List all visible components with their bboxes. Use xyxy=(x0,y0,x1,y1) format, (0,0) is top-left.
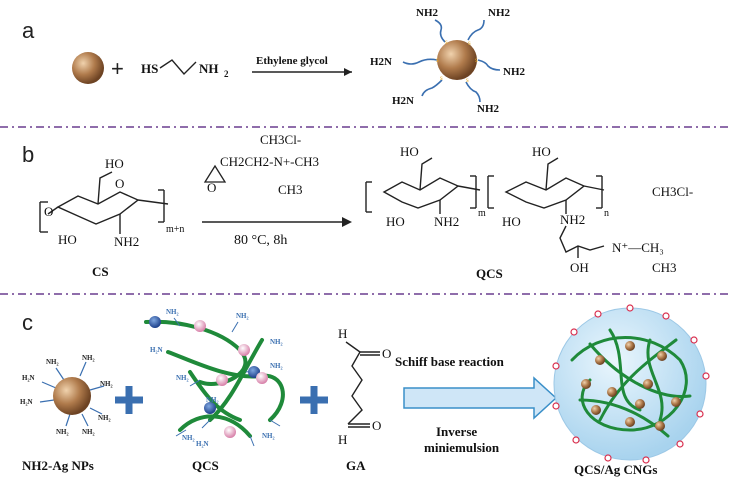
nh2-label-4: NH2 xyxy=(503,66,526,78)
ga-o-bottom: O xyxy=(372,418,381,433)
nh2-label-1: NH2 xyxy=(416,7,439,19)
svg-text:NH₂: NH₂ xyxy=(82,428,95,436)
panel-letter-b: b xyxy=(22,142,34,167)
chitosan-structure xyxy=(39,171,169,234)
plus-icon-2 xyxy=(300,386,328,414)
svg-text:NH₂: NH₂ xyxy=(98,414,111,422)
svg-text:NH₂: NH₂ xyxy=(100,380,113,388)
arrow-head-a xyxy=(344,68,352,76)
svg-text:s: s xyxy=(475,56,478,64)
svg-text:NH₂: NH₂ xyxy=(56,428,69,436)
qcs-structure xyxy=(365,157,605,258)
label-nh2-ag-nps: NH2-Ag NPs xyxy=(22,458,94,473)
svg-text:s: s xyxy=(445,38,448,46)
qcs-nh2: NH2 xyxy=(434,214,459,229)
svg-text:H₂N: H₂N xyxy=(196,440,209,448)
svg-text:NH₂: NH₂ xyxy=(46,358,59,366)
svg-text:NH₂: NH₂ xyxy=(182,434,195,442)
gtmac-reagent: CH2CH2-N+-CH3 CH3Cl- CH3 O xyxy=(203,132,319,197)
svg-text:O: O xyxy=(44,204,53,219)
plus-sign: + xyxy=(111,56,124,81)
panel-letter-a: a xyxy=(22,18,35,43)
svg-text:s: s xyxy=(440,74,443,82)
reagent-ch3: CH3 xyxy=(278,182,303,197)
cs-ho-bottom: HO xyxy=(58,232,77,247)
qcs-ch3: CH3 xyxy=(652,260,677,275)
svg-text:NH₂: NH₂ xyxy=(176,374,189,382)
ga-h-top: H xyxy=(338,326,347,341)
reagent-formula: CH2CH2-N+-CH3 xyxy=(220,154,319,169)
svg-text:NH₂: NH₂ xyxy=(270,338,283,346)
qcs-ho-1: HO xyxy=(400,144,419,159)
qcs-label-b: QCS xyxy=(476,266,503,281)
svg-text:O: O xyxy=(207,180,216,195)
reaction-label-miniemulsion: miniemulsion xyxy=(424,440,500,455)
qcs-n: n xyxy=(604,208,609,219)
arrow-head-b xyxy=(342,217,352,227)
svg-text:O: O xyxy=(115,176,124,191)
qcs-ho-3: HO xyxy=(532,144,551,159)
cs-ho-top: HO xyxy=(105,156,124,171)
svg-text:NH₂: NH₂ xyxy=(262,432,275,440)
qcs-m: m xyxy=(478,208,486,219)
svg-text:s: s xyxy=(466,76,469,84)
panel-b: b HO O O HO NH2 m+n CS CH2CH2-N+-CH3 CH3… xyxy=(22,132,693,281)
nh2-label-3: H2N xyxy=(370,56,392,68)
cs-label: CS xyxy=(92,264,109,279)
arrow-label-a: Ethylene glycol xyxy=(256,55,328,67)
glutaraldehyde xyxy=(345,341,380,428)
label-product: QCS/Ag CNGs xyxy=(574,462,657,477)
svg-text:H₂N: H₂N xyxy=(20,398,33,406)
svg-text:NH₂: NH₂ xyxy=(236,312,249,320)
qcs-ho-4: HO xyxy=(502,214,521,229)
cs-subscript: m+n xyxy=(166,224,184,235)
qcs-ag-nanogel xyxy=(552,304,710,464)
amine-group: NH xyxy=(199,61,219,76)
panel-a: a + HS NH 2 Ethylene glycol s s s s s s … xyxy=(22,7,526,115)
cysteamine-chain xyxy=(159,59,197,76)
qcs-nh-sub: NH2 xyxy=(560,212,585,227)
amine-subscript: 2 xyxy=(224,69,229,79)
svg-text:s: s xyxy=(468,39,471,47)
ga-h-bottom: H xyxy=(338,432,347,447)
svg-text:H₂N: H₂N xyxy=(22,374,35,382)
panel-letter-c: c xyxy=(22,310,33,335)
nh2-label-6: NH2 xyxy=(477,103,500,115)
amine-functionalized-np: s s s s s s NH2 NH2 H2N NH2 H2N NH2 xyxy=(370,7,526,115)
qcs-ch3cl: CH3Cl- xyxy=(652,184,693,199)
nh2-label-2: NH2 xyxy=(488,7,511,19)
reaction-label-schiff: Schiff base reaction xyxy=(395,354,505,369)
svg-text:H₂N: H₂N xyxy=(150,346,163,354)
svg-text:NH₂: NH₂ xyxy=(206,396,219,404)
qcs-ho-2: HO xyxy=(386,214,405,229)
svg-text:NH₂: NH₂ xyxy=(270,362,283,370)
qcs-oh: OH xyxy=(570,260,589,275)
nh2-label-5: H2N xyxy=(392,95,414,107)
svg-text:N⁺—CH₃: N⁺—CH₃ xyxy=(612,240,664,255)
label-ga: GA xyxy=(346,458,366,473)
reagent-ch3cl: CH3Cl- xyxy=(260,132,301,147)
reaction-arrow-c xyxy=(403,376,558,420)
svg-text:NH₂: NH₂ xyxy=(166,308,179,316)
reaction-label-inverse: Inverse xyxy=(436,424,477,439)
cs-nh2: NH2 xyxy=(114,234,139,249)
plus-icon-1 xyxy=(115,386,143,414)
reaction-conditions: 80 °C, 8h xyxy=(234,233,287,248)
svg-text:NH₂: NH₂ xyxy=(82,354,95,362)
label-qcs-c: QCS xyxy=(192,458,219,473)
svg-text:s: s xyxy=(436,56,439,64)
ag-nanoparticle xyxy=(72,52,104,84)
ga-o-top: O xyxy=(382,346,391,361)
thiol-group: HS xyxy=(141,61,158,76)
